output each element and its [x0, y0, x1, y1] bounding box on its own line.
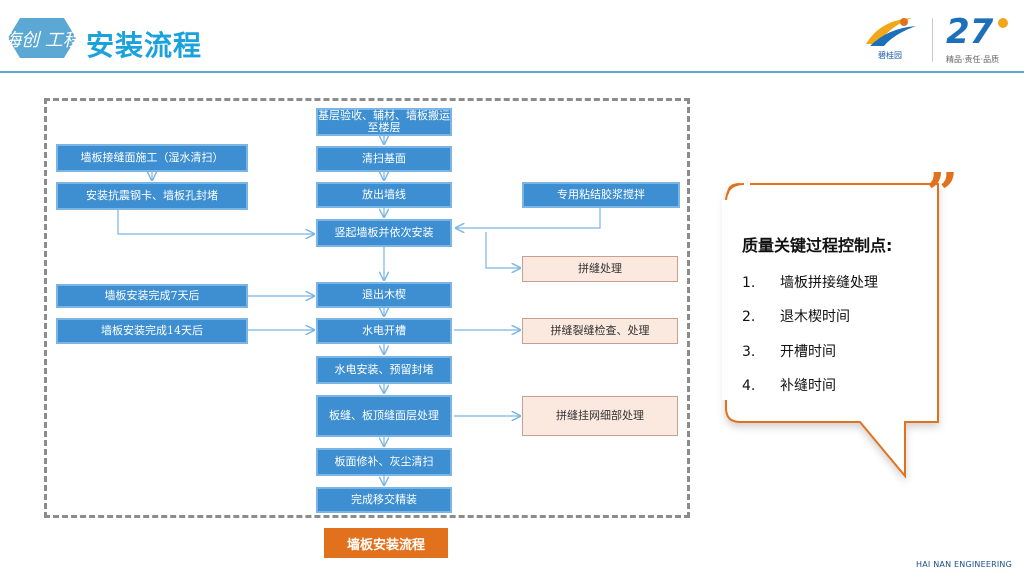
- callout-item: 1. 墙板拼接缝处理: [742, 272, 878, 292]
- step-install-panels: 竖起墙板并依次安装: [316, 219, 452, 247]
- anniversary-number: 27: [946, 12, 994, 52]
- step-crack-check: 拼缝裂缝检查、处理: [522, 318, 678, 344]
- step-after-7-days: 墙板安装完成7天后: [56, 284, 248, 308]
- flowchart-frame: [44, 98, 690, 518]
- step-joint-treatment: 板缝、板顶缝面层处理: [316, 395, 452, 437]
- step-repair-clean: 板面修补、灰尘清扫: [316, 448, 452, 476]
- callout-item-text: 开槽时间: [780, 344, 836, 360]
- step-seismic-clips: 安装抗震钢卡、墙板孔封堵: [56, 182, 248, 210]
- header-divider: [0, 71, 1024, 73]
- callout-item: 2. 退木楔时间: [742, 306, 850, 326]
- step-handover: 完成移交精装: [316, 487, 452, 513]
- callout-item-number: 4.: [742, 378, 756, 394]
- company-logo-icon: 海创 工程: [6, 18, 78, 58]
- callout-title: 质量关键过程控制点:: [742, 236, 893, 255]
- step-clean-base: 清扫基面: [316, 146, 452, 172]
- callout-bubble: [722, 183, 939, 479]
- step-remove-wedges: 退出木楔: [316, 282, 452, 308]
- quote-mark-icon: ”: [926, 161, 959, 227]
- footer-brand: HAI NAN ENGINEERING: [916, 560, 1012, 569]
- page-title: 安装流程: [86, 29, 203, 62]
- callout-item-text: 墙板拼接缝处理: [780, 275, 878, 291]
- step-mark-lines: 放出墙线: [316, 182, 452, 208]
- step-after-14-days: 墙板安装完成14天后: [56, 318, 248, 344]
- step-slotting: 水电开槽: [316, 318, 452, 344]
- partner-logo-caption: 碧桂园: [878, 51, 902, 60]
- star-icon: [998, 18, 1008, 28]
- partner-logo: 碧桂园: [860, 14, 920, 64]
- callout-item: 3. 开槽时间: [742, 341, 836, 361]
- callout-item-number: 1.: [742, 275, 756, 291]
- step-base-acceptance: 基层验收、辅材、墙板搬运至楼层: [316, 108, 452, 136]
- callout-item-number: 3.: [742, 344, 756, 360]
- callout-item-text: 退木楔时间: [780, 309, 850, 325]
- logo-divider: [932, 18, 933, 62]
- diagram-caption: 墙板安装流程: [324, 528, 448, 558]
- step-mep-install: 水电安装、预留封堵: [316, 356, 452, 384]
- callout-item-number: 2.: [742, 309, 756, 325]
- step-joint-handling: 拼缝处理: [522, 256, 678, 282]
- logo-left-text: 海创 工程: [6, 30, 78, 51]
- callout-item-text: 补缝时间: [780, 378, 836, 394]
- anniversary-subtitle: 精品·责任·品质: [946, 55, 1000, 64]
- callout-item: 4. 补缝时间: [742, 375, 836, 395]
- header: 海创 工程 安装流程 碧桂园 27 精品·责任·品质: [0, 0, 1024, 76]
- step-mesh-detail: 拼缝挂网细部处理: [522, 396, 678, 436]
- step-mix-adhesive: 专用粘结胶浆搅拌: [522, 182, 680, 208]
- swoosh-logo-icon: [866, 18, 916, 46]
- anniversary-logo: 27 精品·责任·品质: [944, 12, 1014, 68]
- step-joint-surface: 墙板接缝面施工（湿水清扫）: [56, 144, 248, 172]
